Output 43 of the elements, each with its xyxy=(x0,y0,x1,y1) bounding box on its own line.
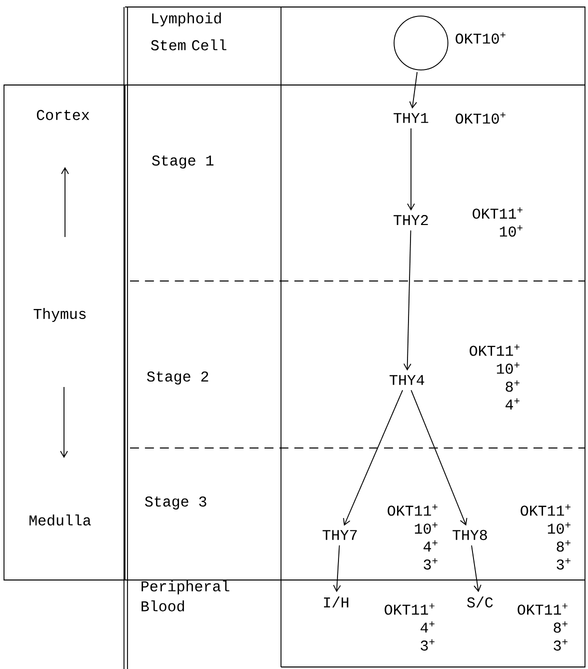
marker-label: OKT10$^{+}$ xyxy=(456,32,506,44)
row-heading: Stage 2 xyxy=(147,371,208,385)
arrow xyxy=(333,544,341,592)
cell-circle xyxy=(394,16,448,70)
arrow xyxy=(343,390,404,526)
node-label: 3$^{+}$ xyxy=(556,558,570,570)
cell-label: I/H xyxy=(324,596,348,608)
arrow xyxy=(403,230,412,371)
cell-label: THY7 xyxy=(322,530,357,540)
marker-list: OKT11$^{+}$ 10$^{+}$ 8$^{+}$ 4$^{+}$ xyxy=(470,344,520,410)
node-label: 4$^{+}$ xyxy=(424,540,438,552)
row-heading: Medulla xyxy=(30,514,91,526)
arrow xyxy=(407,128,415,211)
cell-label: THY2 xyxy=(394,215,428,225)
node-label: 10$^{+}$ xyxy=(496,362,520,374)
node-label: OKT11$^{+}$ xyxy=(520,504,570,516)
row-heading: Cortex xyxy=(36,110,90,120)
arrow xyxy=(410,390,468,526)
node-label: 10$^{+}$ xyxy=(548,522,570,534)
row-heading: Lymphoid Stem Cell xyxy=(151,12,226,50)
node-label: OKT11$^{+}$ xyxy=(388,504,438,516)
cell-label: THY8 xyxy=(452,530,487,540)
node-label: OKT11$^{+}$ xyxy=(470,344,520,356)
cell-label: THY4 xyxy=(390,375,424,385)
node-label: 4$^{+}$ xyxy=(506,398,520,410)
row-heading: Stage 3 xyxy=(145,496,206,510)
row-heading: Stage 1 xyxy=(152,155,214,169)
marker-label: OKT10$^{+}$ xyxy=(456,112,506,124)
marker-list: OKT11$^{+}$ 8$^{+}$ 3$^{+}$ xyxy=(518,603,568,651)
marker-list: OKT11$^{+}$ 10$^{+}$ 8$^{+}$ 3$^{+}$ xyxy=(520,504,570,570)
cell-label: S/C xyxy=(467,596,493,608)
marker-list: OKT11$^{+}$ 10$^{+}$ xyxy=(472,207,522,237)
marker-list: OKT11$^{+}$ 4$^{+}$ 3$^{+}$ xyxy=(384,603,434,651)
row-heading: Peripheral Blood xyxy=(142,580,230,612)
arrow xyxy=(471,545,482,592)
node-label: 8$^{+}$ xyxy=(556,540,570,552)
node-label: 10$^{+}$ xyxy=(414,522,438,534)
marker-list: OKT11$^{+}$ 10$^{+}$ 4$^{+}$ 3$^{+}$ xyxy=(388,504,438,570)
arrow xyxy=(409,72,418,109)
row-heading: Thymus xyxy=(34,308,86,322)
node-label: 8$^{+}$ xyxy=(506,380,520,392)
node-label: 3$^{+}$ xyxy=(424,558,438,570)
cell-label: THY1 xyxy=(394,113,428,123)
